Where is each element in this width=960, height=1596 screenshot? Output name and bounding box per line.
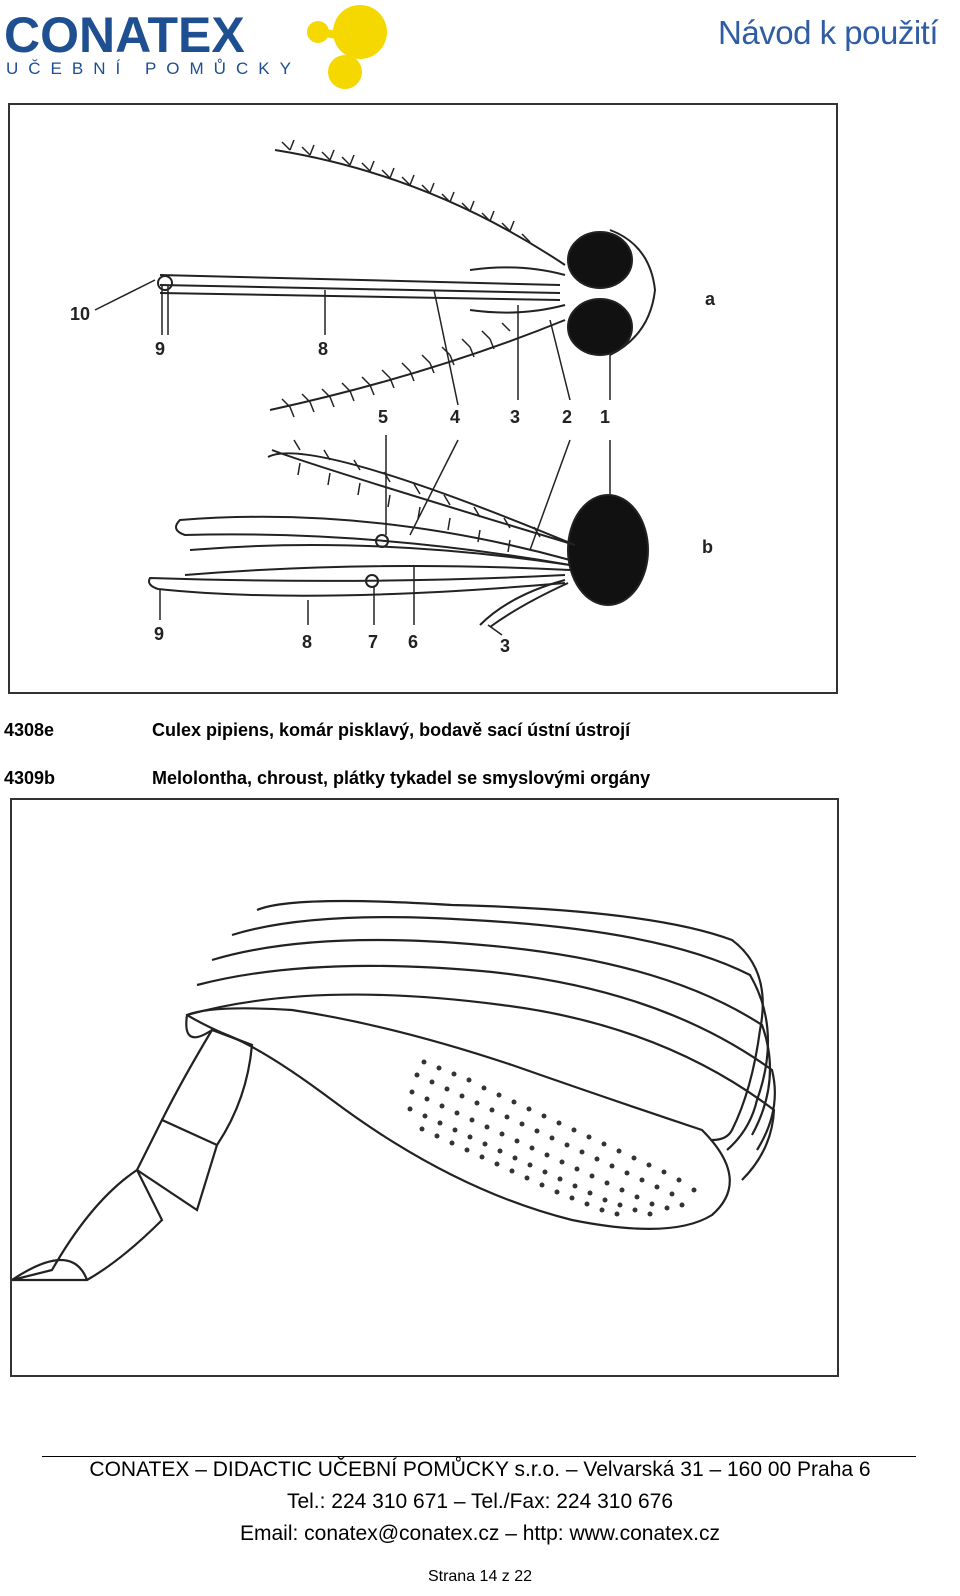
fig1-label: b — [702, 537, 713, 557]
caption-text: Culex pipiens, komár pisklavý, bodavě sa… — [152, 720, 631, 740]
fig1-label: 9 — [155, 339, 165, 359]
conatex-logo: CONATEX UČEBNÍ POMŮCKY — [0, 0, 400, 95]
fig1-label: 7 — [368, 632, 378, 652]
fig1-label: 4 — [450, 407, 460, 427]
fig1-label: 6 — [408, 632, 418, 652]
footer-company: CONATEX – DIDACTIC UČEBNÍ POMŮCKY s.r.o.… — [89, 1458, 871, 1481]
fig1-label: a — [705, 289, 716, 309]
fig1-label: 1 — [600, 407, 610, 427]
footer-divider — [42, 1456, 916, 1457]
caption-code: 4309b — [4, 768, 56, 788]
page-number: Strana 14 z 22 — [427, 1568, 533, 1585]
sensory-pits — [407, 1059, 697, 1217]
logo-text: CONATEX — [4, 7, 245, 63]
fig1-label: 8 — [302, 632, 312, 652]
fig1-label: 8 — [318, 339, 328, 359]
fig1-label: 3 — [500, 636, 510, 656]
logo-subtitle: UČEBNÍ POMŮCKY — [6, 59, 301, 78]
footer-contact: Email: conatex@conatex.cz – http: www.co… — [239, 1522, 721, 1545]
molecule-icon — [307, 5, 387, 89]
figure-beetle-antenna — [10, 798, 839, 1377]
caption-code: 4308e — [4, 720, 55, 740]
fig1-label: 10 — [70, 304, 90, 324]
fig1-label: 3 — [510, 407, 520, 427]
figure-mosquito-mouthparts: 10 9 8 a 5 4 3 2 1 b 9 8 7 6 3 — [8, 103, 838, 694]
document-title: Návod k použití — [718, 14, 938, 51]
fig1-label: 9 — [154, 624, 164, 644]
fig1-label: 2 — [562, 407, 572, 427]
caption-text: Melolontha, chroust, plátky tykadel se s… — [152, 768, 651, 788]
fig1-label: 5 — [378, 407, 388, 427]
footer-phone: Tel.: 224 310 671 – Tel./Fax: 224 310 67… — [286, 1490, 674, 1513]
